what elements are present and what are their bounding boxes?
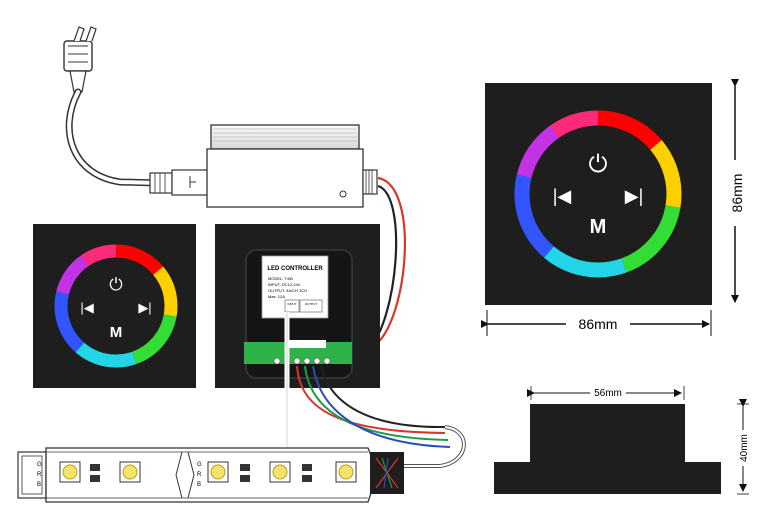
next-icon: ▶|: [138, 300, 151, 315]
color-ring-large: [514, 110, 682, 278]
depth-height-label: 40mm: [739, 434, 750, 462]
strip-pin-label: R: [37, 472, 42, 478]
led-chip: [59, 461, 81, 483]
power-icon: ⏻: [109, 275, 123, 294]
terminal-block: [244, 340, 352, 365]
touch-panel-small: ⏻ |◀ ▶| M: [33, 224, 196, 388]
led-chip: [207, 461, 229, 483]
power-supply-unit: [206, 124, 364, 208]
strip-red-wire: [296, 365, 446, 434]
depth-height-dimension: 40mm: [736, 399, 750, 495]
prev-icon: |◀: [553, 186, 572, 206]
strip-pin-label: G: [37, 462, 42, 468]
side-view-panel: [494, 404, 721, 494]
controller-spec-line: MODEL: T4/B: [268, 276, 293, 281]
touch-panel-large: ⏻ |◀ ▶| M: [485, 83, 712, 305]
terminal-label-output: OUTPUT: [305, 302, 318, 306]
strip-black-wire: [320, 365, 446, 429]
controller-spec-line: Max: 12A: [268, 294, 285, 299]
height-dimension-label: 86mm: [729, 174, 745, 213]
led-chip: [269, 461, 291, 483]
power-icon: ⏻: [589, 151, 608, 178]
strip-pin-label: B: [197, 482, 201, 488]
strip-connector: [370, 452, 404, 494]
depth-width-label: 56mm: [594, 388, 622, 399]
led-chip: [335, 461, 357, 483]
strip-pin-label: R: [197, 472, 202, 478]
strip-green-wire: [304, 365, 449, 441]
led-chip: [119, 461, 141, 483]
width-dimension: 86mm: [481, 310, 712, 336]
width-dimension-label: 86mm: [579, 316, 618, 332]
prev-icon: |◀: [80, 300, 93, 315]
depth-width-dimension: 56mm: [527, 386, 685, 400]
controller-spec-line: INPUT: DC12-24V: [268, 282, 301, 287]
color-ring-small: [54, 244, 178, 368]
power-cable: [65, 88, 162, 187]
supply-red-wire: [374, 176, 406, 346]
output-cable-connector: [362, 169, 378, 195]
controller-title: LED CONTROLLER: [267, 266, 323, 272]
power-cable-connector: [149, 169, 211, 196]
controller-spec-line: OUTPUT: 4A/CH 3CH: [268, 288, 307, 293]
strip-blue-wire: [312, 365, 451, 448]
strip-pin-label: G: [197, 462, 202, 468]
next-icon: ▶|: [625, 186, 644, 206]
led-strip: G R B G R B: [17, 447, 396, 503]
mode-label: M: [590, 216, 607, 238]
strip-pin-label: B: [37, 482, 41, 488]
height-dimension: 86mm: [726, 79, 745, 303]
mode-label: M: [110, 324, 123, 341]
terminal-label-input: INPUT: [288, 302, 297, 306]
power-plug: [63, 26, 97, 93]
